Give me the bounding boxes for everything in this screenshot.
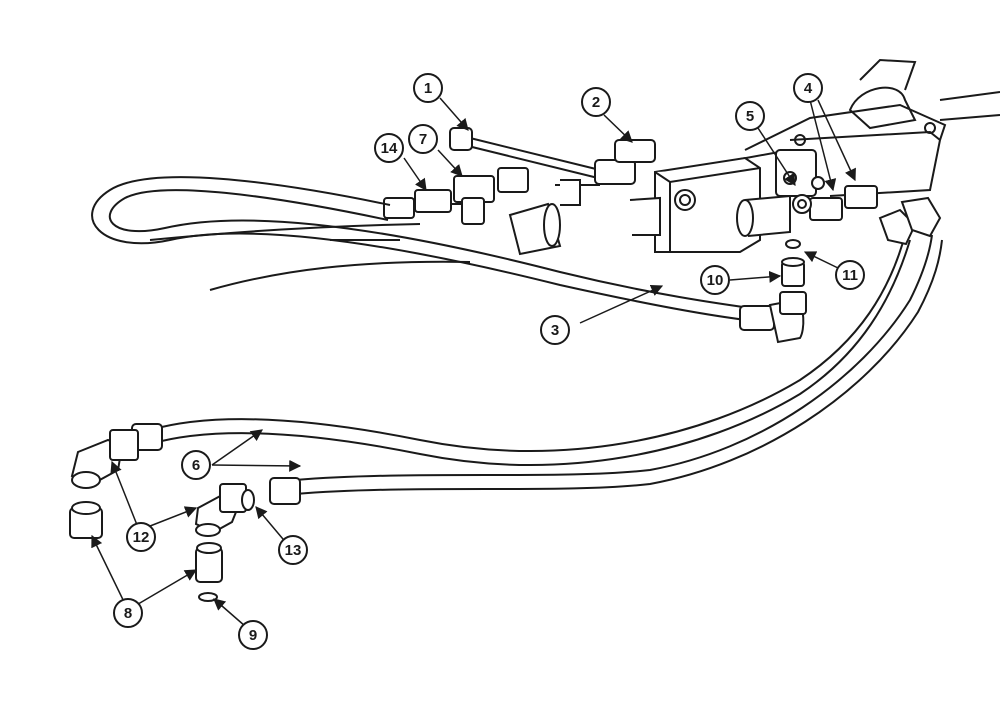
- svg-text:14: 14: [381, 140, 398, 157]
- callout-12: 12: [126, 522, 156, 552]
- tube-assembly: [449, 127, 656, 206]
- callout-8: 8: [113, 598, 143, 628]
- svg-text:10: 10: [707, 272, 724, 289]
- svg-text:1: 1: [424, 80, 432, 97]
- tee-fitting: [383, 167, 562, 256]
- adapter-10: [781, 239, 805, 287]
- callout-6: 6: [181, 450, 211, 480]
- svg-text:6: 6: [192, 457, 200, 474]
- svg-text:4: 4: [804, 80, 813, 97]
- hoses-6: [131, 196, 943, 505]
- callout-4: 4: [793, 73, 823, 103]
- svg-text:5: 5: [746, 108, 754, 125]
- elbow-12-left: [69, 429, 139, 539]
- callout-3: 3: [540, 315, 570, 345]
- svg-text:13: 13: [285, 542, 302, 559]
- svg-text:9: 9: [249, 627, 257, 644]
- svg-text:3: 3: [551, 322, 559, 339]
- callout-13: 13: [278, 535, 308, 565]
- callouts: 1 2 3 4 5 6 7 8: [113, 73, 865, 650]
- callout-7: 7: [408, 124, 438, 154]
- svg-text:12: 12: [133, 529, 150, 546]
- valve-block: [629, 149, 825, 253]
- svg-text:8: 8: [124, 605, 132, 622]
- callout-2: 2: [581, 87, 611, 117]
- callout-10: 10: [700, 265, 730, 295]
- svg-text:2: 2: [592, 94, 600, 111]
- hose-3: [91, 176, 807, 344]
- callout-5: 5: [735, 101, 765, 131]
- callout-9: 9: [238, 620, 268, 650]
- callout-1: 1: [413, 73, 443, 103]
- svg-text:7: 7: [419, 131, 427, 148]
- callout-14: 14: [374, 133, 404, 163]
- fittings-right: [792, 185, 878, 221]
- machine-silhouette: [149, 58, 1000, 291]
- leader-lines: [91, 97, 856, 634]
- svg-text:11: 11: [842, 267, 858, 284]
- elbow-12-center: [194, 483, 255, 602]
- callout-11: 11: [835, 260, 865, 290]
